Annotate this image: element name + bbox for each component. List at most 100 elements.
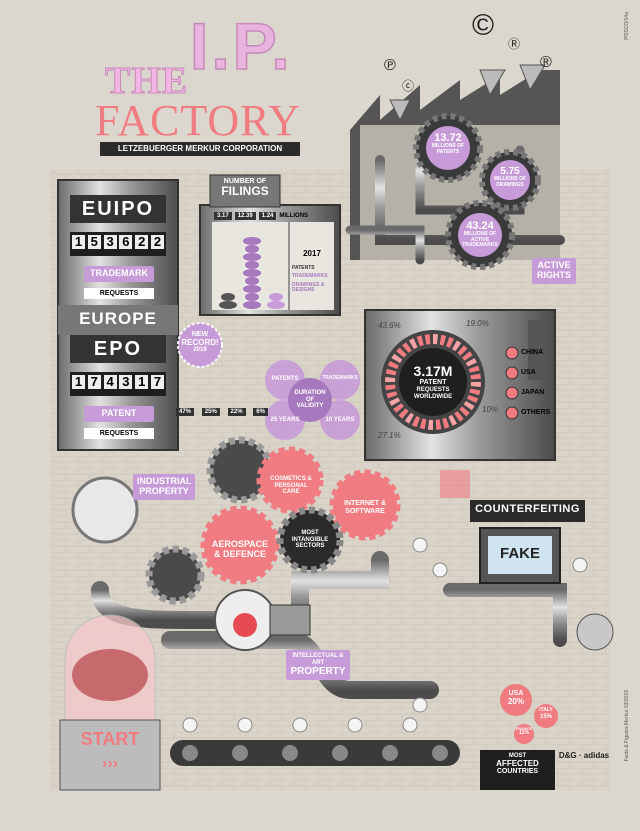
registered-symbol-1: ® <box>540 54 552 71</box>
affected-line2: AFFECTED <box>496 758 539 768</box>
worldwide-ring-segment <box>470 382 481 388</box>
worldwide-ring-segment <box>445 336 455 348</box>
worldwide-ring-segment <box>393 403 404 413</box>
epo-share: 25% <box>201 408 220 417</box>
worldwide-ring-segment <box>463 401 475 411</box>
worldwide-ring-segment <box>433 334 439 345</box>
affected-usa-pct: 20% <box>507 696 524 706</box>
filing-value-designs: 1.24 <box>258 212 277 221</box>
validity-trademark-years: 10 YEARS <box>325 417 355 423</box>
filings-values: 3.17 12.39 1.24 MILLIONS <box>214 212 334 221</box>
copyright-symbol-1: © <box>472 9 495 42</box>
light-bulbs <box>182 537 588 733</box>
filing-value-trademarks: 12.39 <box>234 212 256 221</box>
worldwide-ring <box>385 334 481 430</box>
worldwide-ring-segment <box>454 411 464 422</box>
new-record-line1: NEW <box>191 331 209 338</box>
filings-unit: MILLIONS <box>279 213 309 219</box>
euipo-name: EUIPO <box>81 198 155 220</box>
country-china: CHINA <box>521 349 544 356</box>
filings-legend: PATENTS TRADEMARKS DRAWINGS & DESIGNS <box>292 265 336 293</box>
filing-value-patents: 3.17 <box>214 212 232 221</box>
epo-digit: 1 <box>72 375 85 389</box>
filing-bar-segment <box>219 301 237 309</box>
worldwide-ring-segment <box>470 373 481 380</box>
trademarks-stat: 43.24 MILLIONS OF ACTIVE TRADEMARKS <box>458 220 502 249</box>
start-label: START <box>80 729 140 749</box>
fake-label: FAKE <box>499 545 540 562</box>
epo-requests: REQUESTS <box>84 428 154 440</box>
euipo-digit: 5 <box>87 235 101 249</box>
euipo-digit: 1 <box>72 235 85 249</box>
internet-label: INTERNET & SOFTWARE <box>344 500 386 515</box>
worldwide-ring-segment <box>385 384 396 391</box>
most-sectors-label: MOST INTANGIBLE SECTORS <box>291 530 329 550</box>
filings-legend-designs: DRAWINGS & DESIGNS <box>292 281 325 293</box>
patents-stat-unit: MILLIONS OF PATENTS <box>431 143 465 155</box>
epo-shares: 47% 25% 22% 6% <box>176 408 268 417</box>
worldwide-ring-segment <box>396 347 407 358</box>
validity-center: DURATION OF VALIDITY <box>294 390 326 410</box>
filing-bar-segment <box>245 293 259 301</box>
affected-usa: USA 20% <box>500 690 532 706</box>
worldwide-ring-segment <box>469 388 481 396</box>
affected-france-pct: 11% <box>519 730 529 737</box>
epo-name: EPO <box>93 338 143 360</box>
filing-bar-segment <box>243 285 261 293</box>
worldwide-ring-segment <box>448 414 457 426</box>
affected-italy-pct: 15% <box>539 713 552 720</box>
art-property-label: INTELLECTUAL & ART PROPERTY <box>286 650 350 681</box>
new-record-badge <box>177 322 223 368</box>
euipo-digit: 3 <box>103 235 117 249</box>
filing-bar-segment <box>269 293 283 301</box>
epo-share: 6% <box>253 408 268 417</box>
worldwide-pct-china: 43.6% <box>378 321 401 330</box>
title-the: THE <box>104 60 189 102</box>
filing-bar-segment <box>243 253 261 261</box>
country-others: OTHERS <box>521 409 551 416</box>
euipo-counter: 1 5 3 6 2 2 <box>72 235 164 249</box>
affected-france-name: FRANCE <box>515 726 533 731</box>
phono-symbol: ℗ <box>384 57 396 74</box>
side-note: POSCO/14a <box>624 12 630 40</box>
epo-share: 47% <box>176 408 195 417</box>
filings-year: 2017 <box>303 249 321 258</box>
worldwide-ring-segment <box>468 365 480 373</box>
validity-patents: PATENTS <box>271 376 299 382</box>
worldwide-ring-segment <box>452 340 462 352</box>
filing-bar-segment <box>221 293 235 301</box>
affected-line3: COUNTRIES <box>496 768 539 776</box>
worldwide-pct-usa: 19.0% <box>466 319 489 328</box>
title-ip: I.P. <box>189 9 293 83</box>
new-record-year: 2018 <box>193 347 207 354</box>
worldwide-pct-japan: 10% <box>482 405 499 414</box>
europe-machine <box>57 179 179 451</box>
filing-bar-segment <box>243 269 261 277</box>
drawings-stat-unit: MILLIONS OF DRAWINGS <box>493 176 527 188</box>
euipo-digit: 2 <box>135 235 149 249</box>
worldwide-line1: PATENT <box>419 379 447 387</box>
filing-bar-segment <box>245 261 259 269</box>
copyright-symbol-2: ⓒ <box>402 79 415 93</box>
worldwide-ring-segment <box>416 335 424 347</box>
euipo-digit: 6 <box>119 235 133 249</box>
epo-digit: 7 <box>150 375 164 389</box>
patents-stat-circle <box>426 126 470 170</box>
worldwide-ring-segment <box>467 394 479 404</box>
new-record-line2: RECORD! <box>181 337 219 347</box>
worldwide-ring-segment <box>424 334 431 345</box>
affected-italy-name: ITALY <box>539 707 553 713</box>
trademarks-stat-unit: MILLIONS OF ACTIVE TRADEMARKS <box>462 231 498 249</box>
affected-countries <box>480 613 614 790</box>
industrial-property-label: INDUSTRIAL PROPERTY <box>133 474 195 500</box>
record-player <box>214 589 311 651</box>
epo-digit: 3 <box>119 375 133 389</box>
counterfeiting-label: COUNTERFEITING <box>475 503 580 515</box>
affected-usa-name: USA <box>508 690 524 697</box>
worldwide-ring-segment <box>385 368 397 376</box>
worldwide-ring-segment <box>389 397 401 406</box>
worldwide-ring-segment <box>465 358 477 367</box>
worldwide-ring-segment <box>387 360 399 370</box>
aerospace-label: AEROSPACE & DEFENCE <box>211 539 269 559</box>
